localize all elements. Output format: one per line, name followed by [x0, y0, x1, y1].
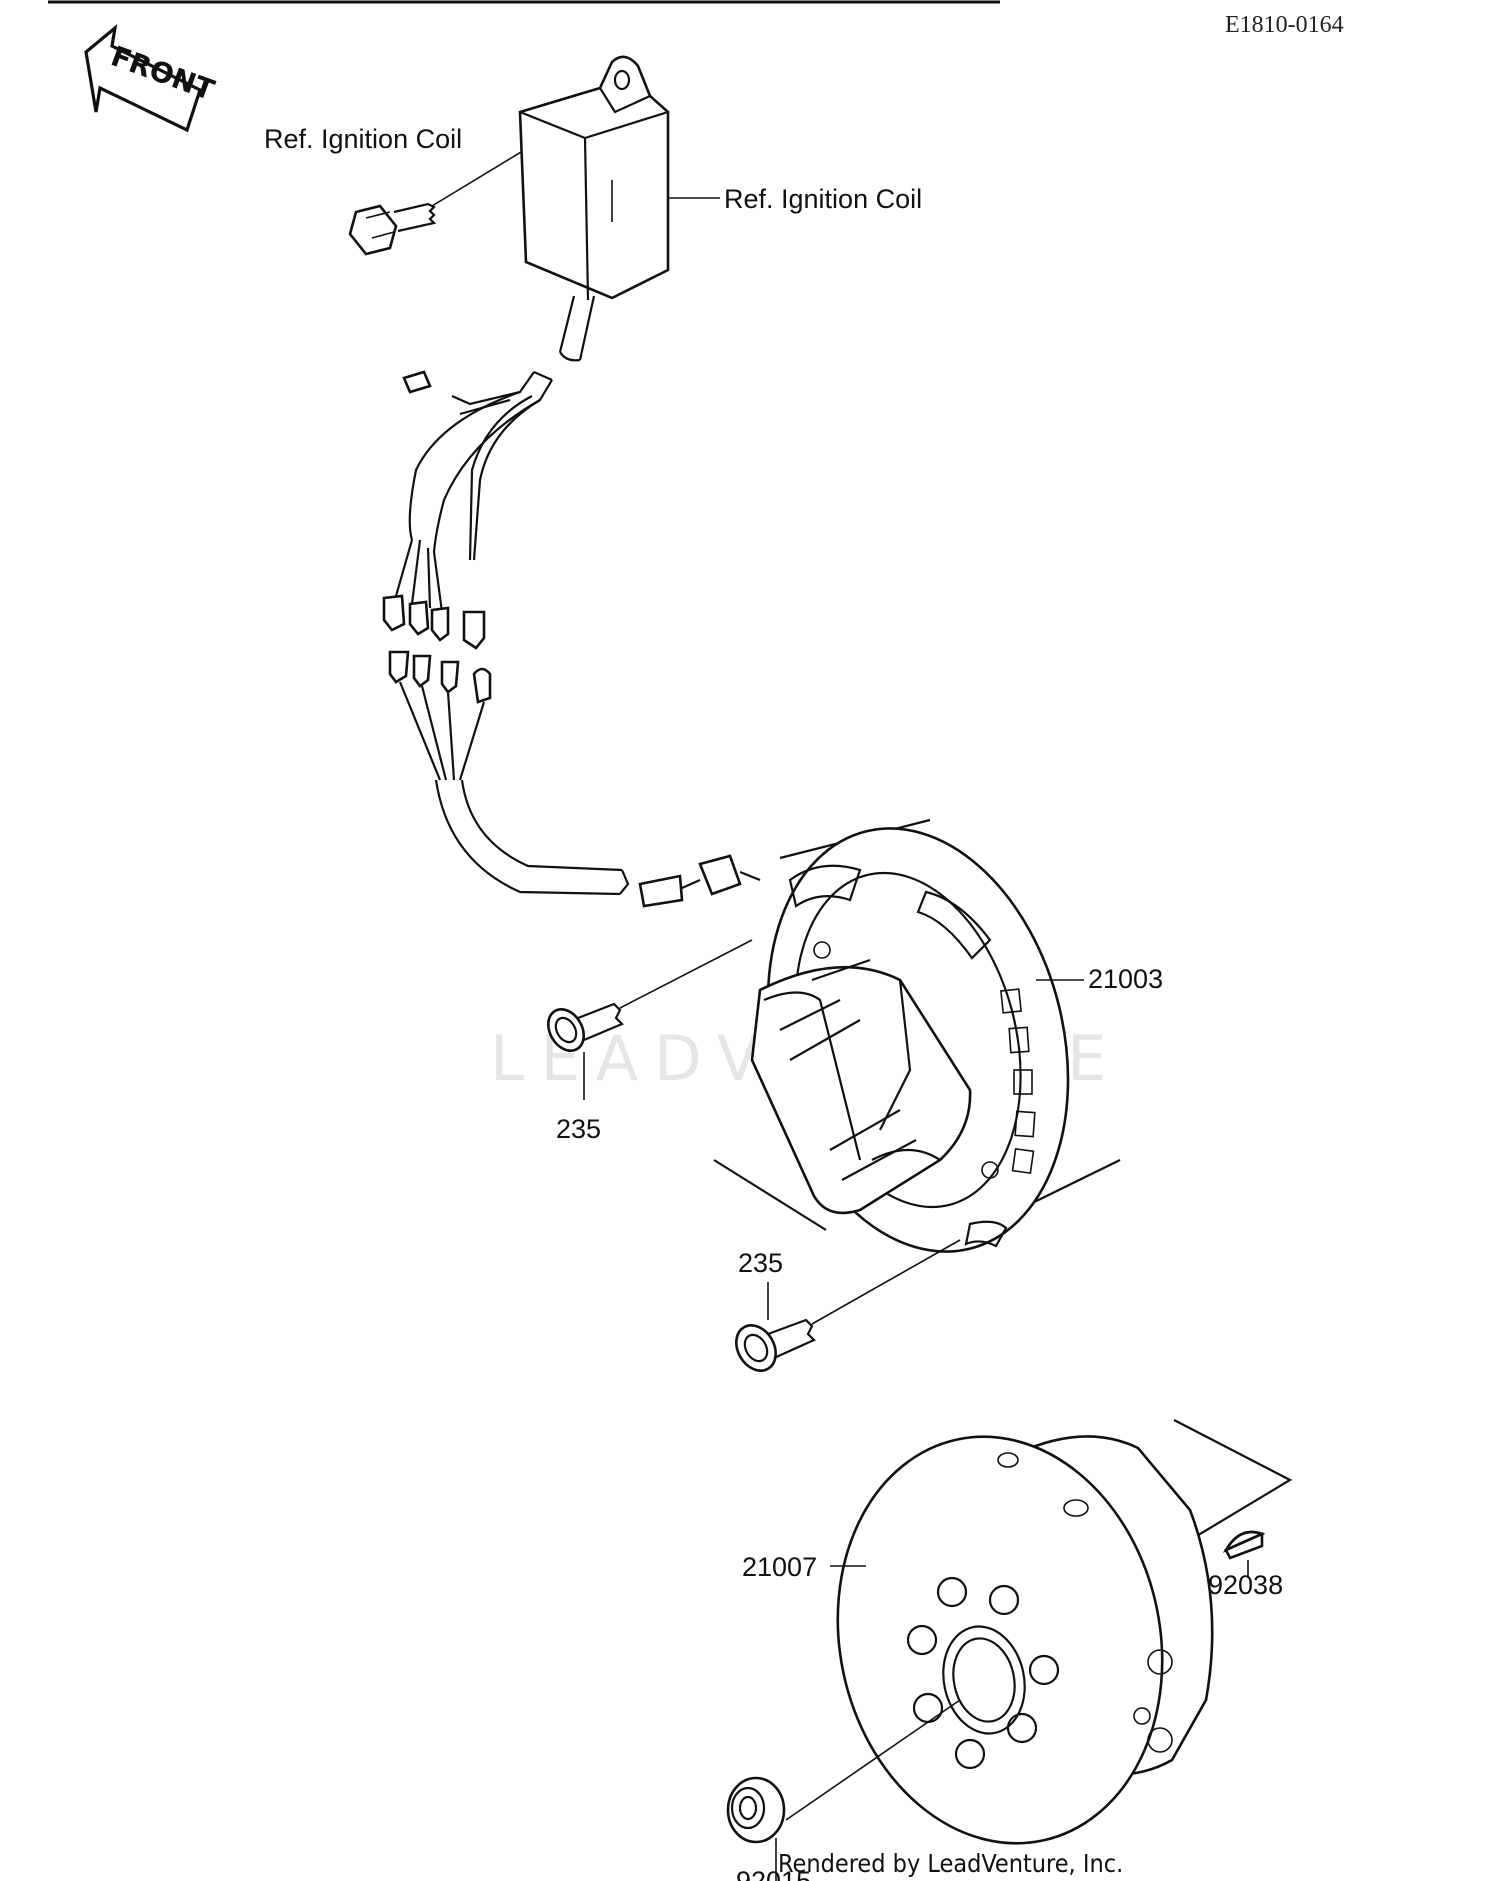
callout-stator: 21003: [1088, 964, 1163, 994]
callout-screw-upper: 235: [556, 1114, 601, 1144]
screw-upper: [547, 939, 753, 1100]
front-label: FRONT: [107, 39, 219, 107]
callout-ignition-coil: Ref. Ignition Coil: [724, 184, 922, 214]
stator: [713, 818, 1121, 1253]
callout-key: 92038: [1208, 1570, 1283, 1600]
callout-screw-lower: 235: [738, 1248, 783, 1278]
flywheel-nut: [726, 1776, 786, 1881]
callout-nut: 92015: [736, 1866, 811, 1881]
diagram-code: E1810-0164: [1225, 12, 1344, 38]
screw-lower: [735, 1239, 961, 1372]
wire-harness: [382, 370, 761, 908]
woodruff-key: [1222, 1530, 1266, 1578]
callout-flywheel: 21007: [742, 1552, 817, 1582]
callout-ignition-coil-bolt: Ref. Ignition Coil: [264, 124, 462, 154]
flywheel: [785, 1419, 1293, 1845]
front-arrow-icon: FRONT: [84, 24, 219, 133]
ignition-coil: [518, 55, 720, 362]
credit-line: Rendered by LeadVenture, Inc.: [778, 1849, 1123, 1878]
